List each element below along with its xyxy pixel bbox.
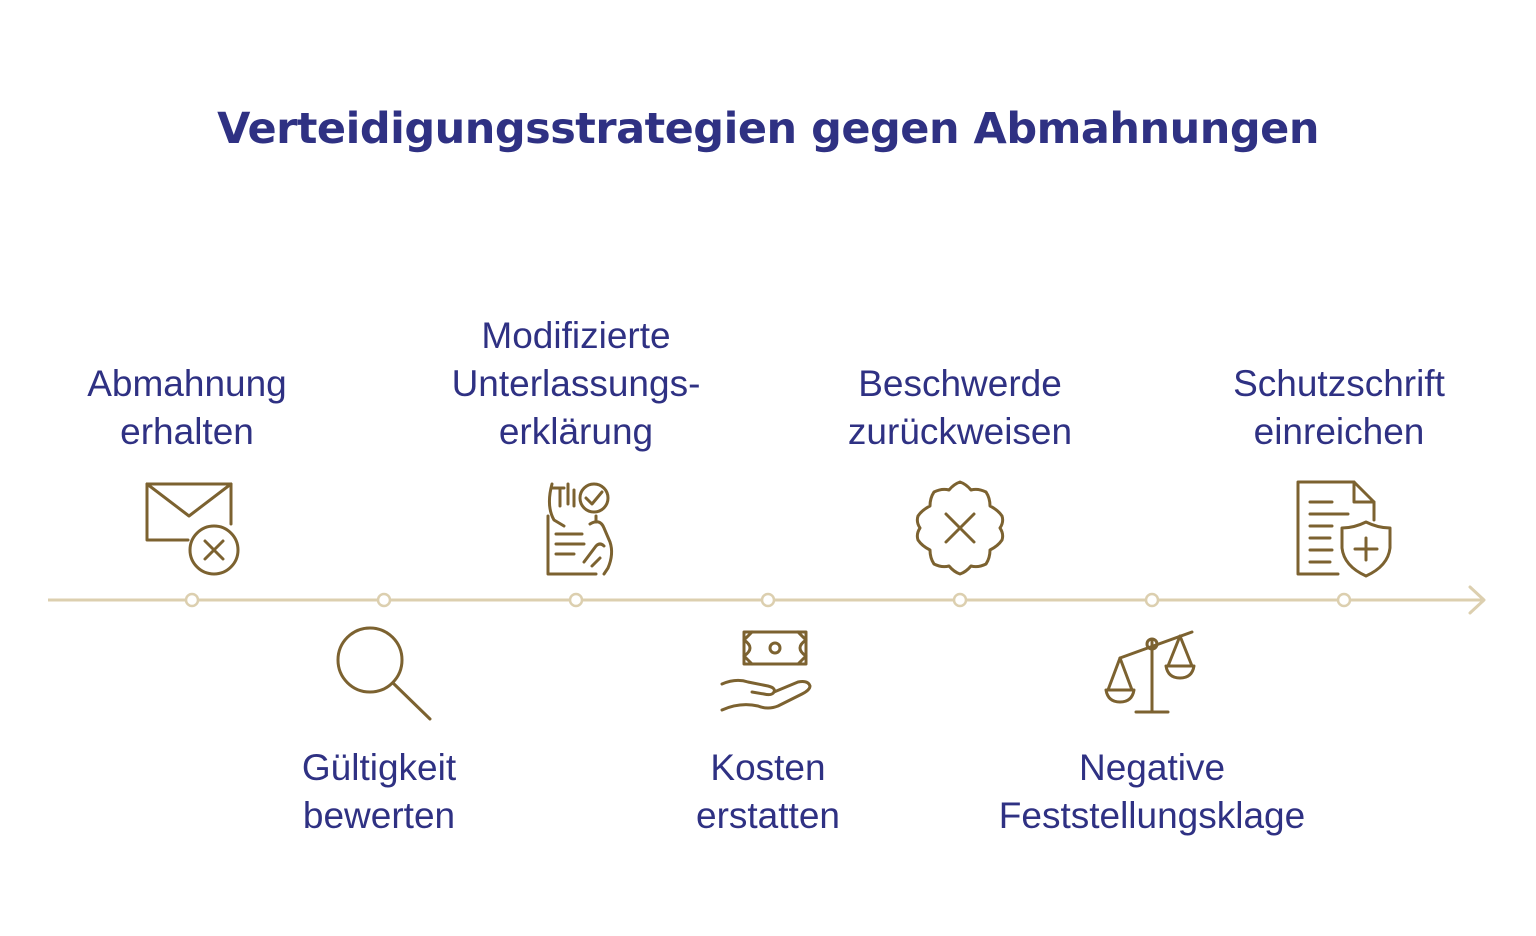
step-label-beschwerde-zurueckweisen: Beschwerde zurückweisen <box>847 363 1073 452</box>
scales-icon <box>1100 622 1204 726</box>
timeline-node-1 <box>184 592 200 608</box>
step-label-negative-feststellungsklage: Negative Feststellungsklage <box>998 747 1306 836</box>
envelope-x-icon <box>140 476 244 580</box>
step-label-kosten-erstatten: Kosten erstatten <box>696 747 840 836</box>
step-label-abmahnung-erhalten: Abmahnung erhalten <box>87 363 287 452</box>
document-shield-icon <box>1292 476 1396 580</box>
step-label-modifizierte-unterlassungserklaerung: Modifizierte Unterlassungs- erklärung <box>451 315 701 452</box>
timeline-node-2 <box>376 592 392 608</box>
timeline-node-4 <box>760 592 776 608</box>
step-label-schutzschrift-einreichen: Schutzschrift einreichen <box>1233 363 1445 452</box>
timeline-node-3 <box>568 592 584 608</box>
timeline-node-7 <box>1336 592 1352 608</box>
magnifier-icon <box>332 622 436 726</box>
timeline-node-6 <box>1144 592 1160 608</box>
money-hand-icon <box>716 622 820 726</box>
timeline-arrowhead <box>1468 585 1486 615</box>
timeline-node-5 <box>952 592 968 608</box>
signed-document-icon <box>524 476 628 580</box>
step-label-gueltigkeit-bewerten: Gültigkeit bewerten <box>301 747 457 836</box>
badge-x-icon <box>908 476 1012 580</box>
diagram-title: Verteidigungsstrategien gegen Abmahnunge… <box>217 104 1319 154</box>
